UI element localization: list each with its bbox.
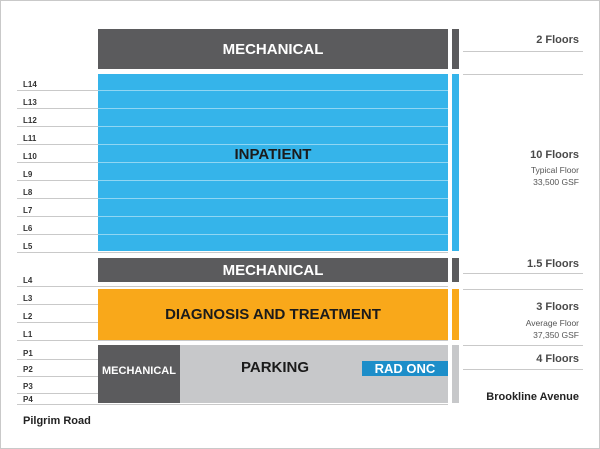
mechanical-top-floor-count: 2 Floors (536, 34, 579, 46)
floor-label-l1: L1 (23, 330, 33, 339)
floor-label-l12: L12 (23, 116, 37, 125)
street-label-left: Pilgrim Road (23, 415, 91, 427)
floor-line-l1 (17, 340, 448, 341)
floor-line-l4 (17, 286, 448, 287)
floor-label-l13: L13 (23, 98, 37, 107)
floor-label-l7: L7 (23, 206, 33, 215)
strip-inpatient (452, 74, 459, 251)
strip-parking (452, 345, 459, 403)
right-line-3 (463, 273, 583, 274)
street-label-right: Brookline Avenue (486, 391, 579, 403)
mechanical-top-label: MECHANICAL (222, 41, 324, 58)
diagnosis-average-floor: Average Floor (525, 318, 579, 328)
mechanical-mid-block: MECHANICAL (98, 258, 448, 282)
floor-label-l5: L5 (23, 242, 33, 251)
floor-line-p4 (17, 404, 448, 405)
floor-line-l5 (17, 252, 448, 253)
floor-label-p1: P1 (23, 349, 33, 358)
diagnosis-floor-count: 3 Floors (536, 301, 579, 313)
floor-label-l10: L10 (23, 152, 37, 161)
floor-label-l4: L4 (23, 276, 33, 285)
mechanical-top-block: MECHANICAL (98, 29, 448, 69)
inpatient-typical-floor: Typical Floor (530, 165, 579, 175)
floor-label-l14: L14 (23, 80, 37, 89)
diagnosis-block: DIAGNOSIS AND TREATMENT (98, 289, 448, 340)
inpatient-label: INPATIENT (234, 146, 312, 163)
mechanical-mid-floor-count: 1.5 Floors (527, 258, 579, 270)
floor-label-l6: L6 (23, 224, 33, 233)
right-line-5 (463, 345, 583, 346)
diagnosis-gsf: 37,350 GSF (533, 330, 579, 340)
right-line-2 (463, 74, 583, 75)
right-line-4 (463, 289, 583, 290)
mechanical-parking-block: MECHANICAL (98, 345, 180, 403)
inpatient-block: INPATIENT (98, 74, 448, 251)
mechanical-mid-label: MECHANICAL (222, 262, 324, 279)
mechanical-parking-label: MECHANICAL (102, 365, 176, 377)
inpatient-floor-count: 10 Floors (530, 149, 579, 161)
right-line-6 (463, 369, 583, 370)
floor-label-p4: P4 (23, 395, 33, 404)
floor-label-p3: P3 (23, 382, 33, 391)
rad-onc-block: RAD ONC (362, 361, 448, 376)
right-line-1 (463, 51, 583, 52)
floor-label-l3: L3 (23, 294, 33, 303)
floor-label-l11: L11 (23, 134, 37, 143)
inpatient-gsf: 33,500 GSF (533, 177, 579, 187)
parking-label: PARKING (240, 359, 310, 376)
strip-diagnosis (452, 289, 459, 340)
floor-label-l2: L2 (23, 312, 33, 321)
strip-mechanical-mid (452, 258, 459, 282)
floor-label-l8: L8 (23, 188, 33, 197)
floor-label-p2: P2 (23, 365, 33, 374)
rad-onc-label: RAD ONC (374, 361, 436, 376)
diagnosis-label: DIAGNOSIS AND TREATMENT (165, 306, 381, 323)
floor-label-l9: L9 (23, 170, 33, 179)
parking-floor-count: 4 Floors (536, 353, 579, 365)
strip-mechanical-top (452, 29, 459, 69)
